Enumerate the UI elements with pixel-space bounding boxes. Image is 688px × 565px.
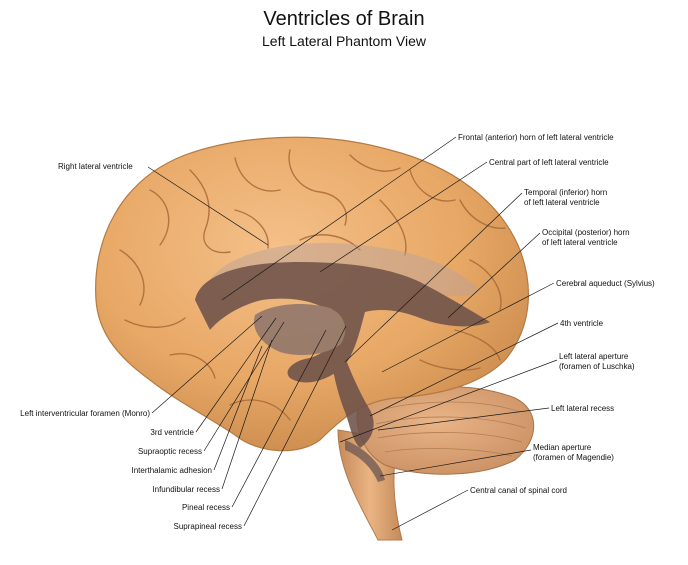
label-fourth-ventricle: 4th ventricle — [560, 319, 604, 328]
label-third-ventricle: 3rd ventricle — [150, 428, 194, 437]
label-central-part: Central part of left lateral ventricle — [489, 158, 609, 167]
label-lateral-aperture: Left lateral aperture (foramen of Luschk… — [559, 352, 635, 371]
label-median-aperture: Median aperture (foramen of Magendie) — [533, 443, 614, 462]
label-temporal-horn: Temporal (inferior) horn of left lateral… — [524, 188, 608, 207]
label-suprapineal-recess: Suprapineal recess — [173, 522, 242, 531]
page-subtitle: Left Lateral Phantom View — [262, 33, 426, 49]
label-right-lateral-ventricle: Right lateral ventricle — [58, 162, 133, 171]
label-pineal-recess: Pineal recess — [181, 503, 230, 512]
label-lateral-recess: Left lateral recess — [551, 404, 615, 413]
label-interventricular-foramen: Left interventricular foramen (Monro) — [20, 409, 150, 418]
page-title: Ventricles of Brain — [263, 8, 425, 30]
label-frontal-horn: Frontal (anterior) horn of left lateral … — [458, 133, 614, 142]
label-interthalamic-adhesion: Interthalamic adhesion — [131, 466, 213, 475]
ventricular-system — [195, 243, 490, 482]
label-cerebral-aqueduct: Cerebral aqueduct (Sylvius) — [556, 279, 655, 288]
label-supraoptic-recess: Supraoptic recess — [137, 447, 202, 456]
label-infundibular-recess: Infundibular recess — [152, 485, 220, 494]
label-occipital-horn: Occipital (posterior) horn of left later… — [542, 228, 630, 247]
label-central-canal: Central canal of spinal cord — [470, 486, 567, 495]
